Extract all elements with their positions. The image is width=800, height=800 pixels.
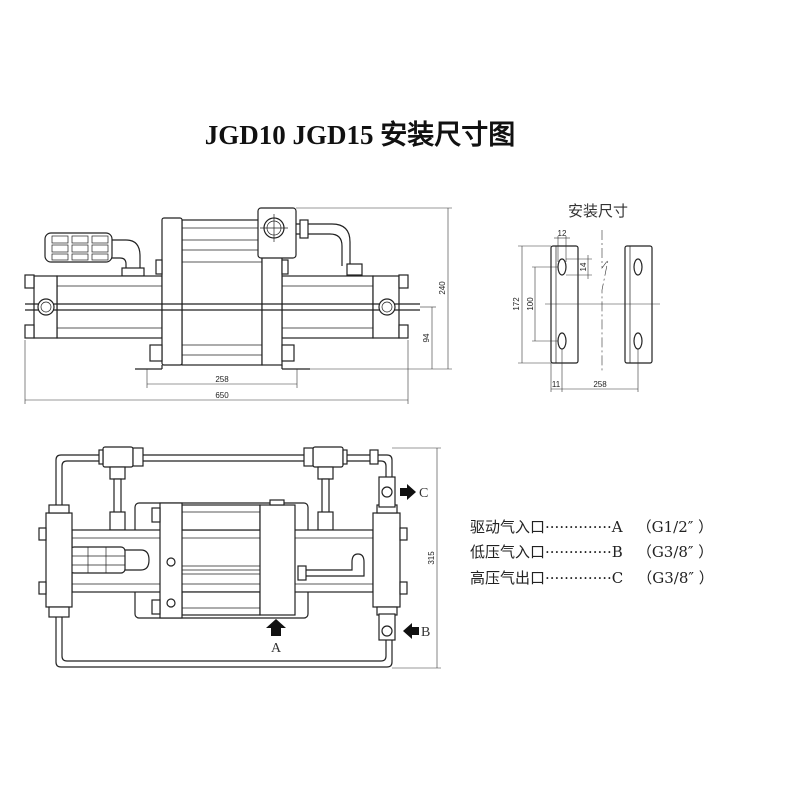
solenoid-valve-top (69, 546, 126, 574)
high-pressure-pipe (55, 454, 393, 513)
dim-11: 11 (552, 380, 561, 389)
arrow-up-icon (266, 619, 286, 636)
dim-240: 240 (438, 281, 447, 295)
right-cylinder (281, 275, 374, 339)
arrow-left-icon (403, 623, 419, 639)
frame-plate (159, 502, 183, 619)
top-view: C B A 315 (38, 446, 441, 669)
dim-315: 315 (427, 551, 436, 565)
port-legend: 驱动气入口··············A（G1/2″ ） 低压气入口······… (470, 518, 714, 587)
legend-row: 高压气出口··············C（G3/8″ ） (470, 569, 714, 587)
air-drive-block (257, 207, 297, 259)
mounting-feet (135, 365, 310, 370)
arrow-right-icon (400, 484, 416, 500)
mounting-title: 安装尺寸 (568, 202, 628, 220)
dim-650: 650 (215, 391, 229, 400)
port-label-b: B (421, 625, 430, 640)
dim-94: 94 (422, 333, 431, 342)
solenoid-valve (44, 232, 145, 277)
outlet-valve-c (378, 476, 396, 508)
drive-clamp-block (259, 504, 296, 616)
left-mount-plate (550, 245, 579, 364)
dim-100: 100 (526, 297, 535, 311)
port-label-c: C (419, 486, 428, 501)
dim-14: 14 (579, 262, 588, 271)
drawing-title: JGD10 JGD15 安装尺寸图 (205, 120, 516, 150)
dim-258: 258 (215, 375, 229, 384)
right-mount-plate (624, 245, 653, 364)
left-end-block (45, 512, 73, 608)
right-end-block (372, 512, 401, 608)
connecting-pipe (296, 223, 351, 266)
dim-172: 172 (512, 297, 521, 311)
low-pressure-pipe (55, 607, 393, 668)
front-view: 258 650 240 94 (24, 207, 452, 404)
dim-12: 12 (558, 229, 567, 238)
mounting-dimensions-view: 安装尺寸 172 100 12 14 11 258 (512, 202, 660, 392)
right-frame-plate (261, 251, 283, 366)
left-cylinder (56, 275, 163, 339)
legend-row: 驱动气入口··············A（G1/2″ ） (470, 518, 713, 536)
pump-body (181, 219, 263, 366)
dim-258-mount: 258 (593, 380, 607, 389)
legend-row: 低压气入口··············B（G3/8″ ） (470, 543, 713, 561)
port-label-a: A (271, 641, 282, 656)
left-frame-plate (161, 217, 183, 366)
